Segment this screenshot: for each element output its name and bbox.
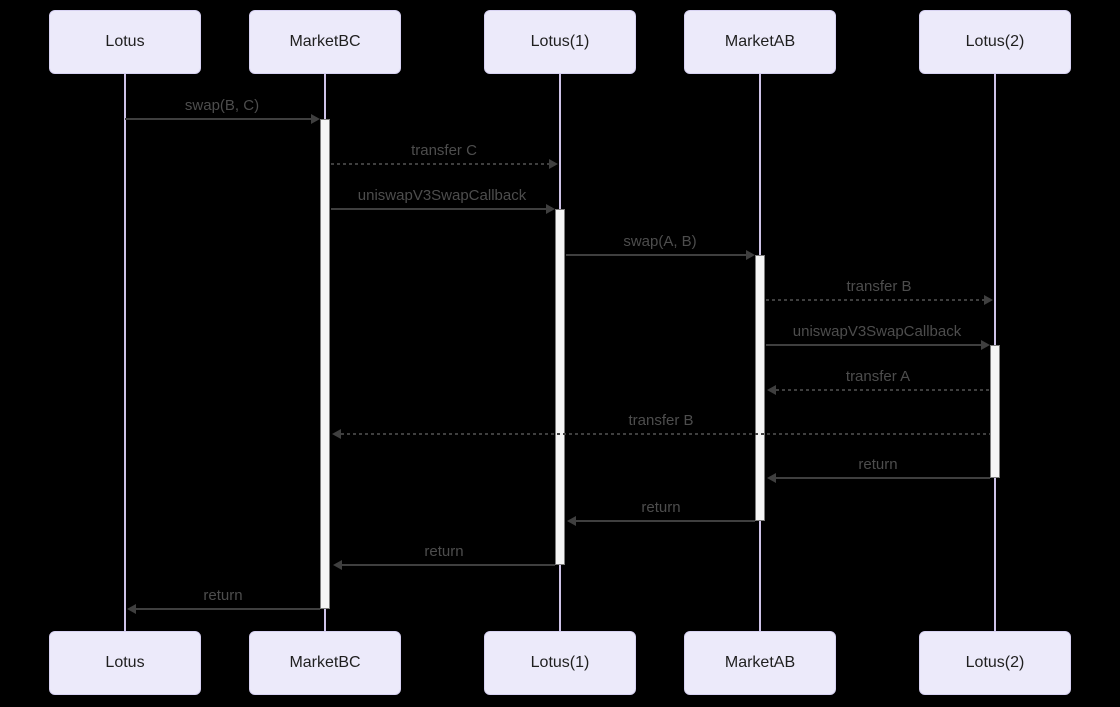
participant-label: Lotus(1): [530, 654, 590, 671]
message-label: return: [424, 543, 464, 560]
message-line: [331, 208, 548, 210]
message-label: return: [858, 456, 898, 473]
participant-label: Lotus(2): [965, 654, 1025, 671]
activation-lotus1: [555, 209, 565, 565]
participant-label: MarketAB: [724, 33, 796, 50]
activation-marketab: [755, 255, 765, 521]
lifeline-lotus: [124, 74, 126, 631]
arrowhead: [127, 604, 136, 614]
message-label: uniswapV3SwapCallback: [357, 187, 527, 204]
message-line: [125, 118, 313, 120]
message-label: swap(A, B): [623, 233, 697, 250]
participant-label: Lotus: [105, 654, 145, 671]
participant-bottom-lotus2: Lotus(2): [919, 631, 1071, 695]
arrowhead: [549, 159, 558, 169]
message-label: return: [641, 499, 681, 516]
message-line: [331, 163, 550, 165]
message-line: [566, 254, 748, 256]
participant-top-lotus: Lotus: [49, 10, 201, 74]
message-label: return: [203, 587, 243, 604]
message-line: [342, 564, 555, 566]
participant-top-marketab: MarketAB: [684, 10, 836, 74]
message-label: transfer B: [628, 412, 694, 429]
message-label: transfer C: [411, 142, 477, 159]
participant-label: Lotus: [105, 33, 145, 50]
participant-top-marketbc: MarketBC: [249, 10, 401, 74]
participant-label: Lotus(1): [530, 33, 590, 50]
message-label: transfer B: [846, 278, 912, 295]
message-label: swap(B, C): [184, 97, 260, 114]
arrowhead: [567, 516, 576, 526]
message-line: [136, 608, 320, 610]
activation-marketbc: [320, 119, 330, 609]
participant-bottom-marketab: MarketAB: [684, 631, 836, 695]
arrowhead: [746, 250, 755, 260]
arrowhead: [546, 204, 555, 214]
message-line: [576, 520, 755, 522]
arrowhead: [981, 340, 990, 350]
arrowhead: [332, 429, 341, 439]
participant-bottom-lotus: Lotus: [49, 631, 201, 695]
arrowhead: [311, 114, 320, 124]
message-line: [341, 433, 990, 435]
activation-lotus2: [990, 345, 1000, 478]
message-label: transfer A: [845, 368, 911, 385]
participant-label: Lotus(2): [965, 33, 1025, 50]
message-label: uniswapV3SwapCallback: [792, 323, 962, 340]
participant-top-lotus2: Lotus(2): [919, 10, 1071, 74]
participant-label: MarketBC: [289, 33, 361, 50]
message-line: [766, 344, 983, 346]
message-line: [776, 389, 990, 391]
message-line: [766, 299, 985, 301]
participant-label: MarketBC: [289, 654, 361, 671]
participant-bottom-lotus1: Lotus(1): [484, 631, 636, 695]
arrowhead: [767, 385, 776, 395]
participant-top-lotus1: Lotus(1): [484, 10, 636, 74]
participant-bottom-marketbc: MarketBC: [249, 631, 401, 695]
arrowhead: [333, 560, 342, 570]
arrowhead: [984, 295, 993, 305]
arrowhead: [767, 473, 776, 483]
participant-label: MarketAB: [724, 654, 796, 671]
message-line: [776, 477, 990, 479]
